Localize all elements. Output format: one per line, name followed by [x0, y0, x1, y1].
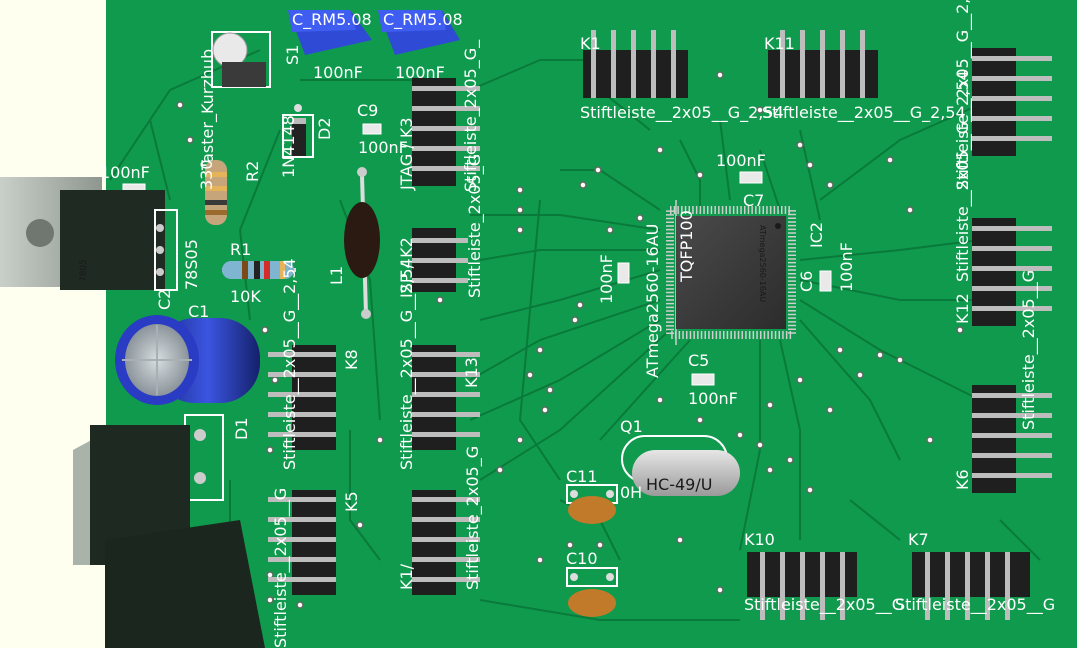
header-jtag-k3: [412, 78, 480, 186]
q1-label: Q1: [620, 417, 643, 436]
r2-value: 330: [197, 159, 216, 190]
cap-mcu-left: [617, 262, 630, 284]
chip-marking: ATmega2560-16AU: [758, 225, 767, 302]
k11-name: Stiftleiste__2x05__G_2,54: [762, 103, 966, 123]
inductor-l1: [344, 167, 380, 319]
k5-name: Stiftleiste__2x05__G: [271, 488, 291, 648]
c5-value: 100nF: [688, 389, 738, 408]
power-jack: [73, 425, 265, 648]
k11-label: K11: [764, 34, 795, 53]
mcu-atmega2560: ATmega2560-16AU: [666, 200, 796, 345]
header-isp-k2: [412, 228, 468, 292]
c6-label: C6: [797, 271, 816, 292]
left-cap-value: 100nF: [100, 163, 150, 182]
cap-c9: [362, 123, 382, 135]
c7-value: 100nF: [716, 151, 766, 170]
cap-c5: [691, 373, 715, 386]
jtag-label: JTAG / K3: [397, 117, 416, 191]
isp-name: Stiftleiste_2x05_G: [465, 154, 485, 298]
c10-label: C10: [566, 549, 598, 568]
isp-label: ISP / K2: [397, 237, 416, 298]
regulator-78s05: 7805: [0, 177, 178, 291]
c1-label: C1: [188, 302, 209, 321]
cap-crm-1: C_RM5.08: [288, 10, 372, 55]
crystal-label: HC-49/U: [646, 475, 712, 494]
cap-c10: [566, 567, 618, 617]
c2-label: C2: [155, 289, 174, 310]
r2-label: R2: [243, 161, 262, 182]
pkg-label: TQFP100: [677, 210, 696, 283]
pcb-board: [106, 0, 1077, 648]
k3-name: Stiftleiste_2x05_G_: [461, 39, 481, 192]
k6-name: Stiftleiste__2x05__G: [1019, 270, 1039, 430]
reg-body-text: 7805: [79, 259, 89, 282]
header-k1: [583, 30, 688, 98]
c7-label: C7: [743, 191, 764, 210]
q1-value: 0H: [620, 483, 642, 502]
crm2-label: C_RM5.08: [383, 10, 463, 30]
k1-name: Stiftleiste__2x05__G_2,54: [580, 103, 784, 123]
ic2-label: IC2: [807, 222, 826, 248]
k12-name: Stiftleiste__2x05__G__2,54: [953, 70, 973, 282]
header-k12: [972, 218, 1052, 326]
header-k8: [268, 345, 336, 450]
taster-button[interactable]: [211, 31, 271, 88]
cap-c11: [566, 484, 618, 524]
k7-label: K7: [908, 530, 929, 549]
c9-value: 100nF: [358, 138, 408, 157]
l1-label: L1: [327, 266, 346, 285]
k8-name: Stiftleiste__2x05__G__2,54: [280, 258, 300, 470]
header-k13: [412, 345, 480, 450]
c6-value: 100nF: [837, 242, 856, 292]
r1-value: 10K: [230, 287, 261, 306]
s1-label: S1: [283, 45, 302, 65]
k10-label: K10: [744, 530, 775, 549]
mcu-left-cap-value: 100nF: [597, 254, 616, 304]
cap-crm-2: C_RM5.08: [378, 10, 463, 55]
header-k7: [912, 552, 1030, 620]
d1-label: D1: [232, 418, 251, 441]
cap-c6: [819, 270, 832, 292]
diode-d2: [282, 104, 314, 158]
k10-name: Stiftleiste__2x05__G: [744, 595, 904, 615]
diode-d1: [184, 414, 224, 501]
k7-name: Stiftleiste__2x05__G: [895, 595, 1055, 615]
header-k10: [747, 552, 857, 620]
k6-label: K6: [953, 469, 972, 490]
taster-label: Taster_Kurzhub: [198, 49, 218, 171]
header-right-top: [972, 48, 1052, 156]
k1b-name: Stiftleiste_2x05_G: [463, 446, 483, 590]
header-k5: [268, 490, 336, 595]
c9-label: C9: [357, 101, 378, 120]
resistor-r2: [205, 160, 227, 225]
crm2-value: 100nF: [395, 63, 445, 82]
mcu-label: ATmega2560-16AU: [643, 224, 662, 378]
copper-traces: [109, 49, 1041, 621]
k12-label: K12: [953, 293, 972, 324]
header-k11: [768, 30, 878, 98]
right-top-name: Stiftleiste__2x05__G__2,54: [953, 0, 973, 190]
k5-label: K5: [342, 491, 361, 512]
cap-c7: [739, 171, 763, 184]
c5-label: C5: [688, 351, 709, 370]
header-k1-lower: [412, 490, 480, 595]
k13-name: Stiftleiste__2x05__G__2,54: [397, 258, 417, 470]
vias: [176, 71, 964, 609]
k1-label: K1: [580, 34, 601, 53]
r1-label: R1: [230, 240, 251, 259]
crystal-q1: HC-49/U: [621, 435, 740, 496]
crm1-label: C_RM5.08: [292, 10, 372, 30]
crm1-value: 100nF: [313, 63, 363, 82]
resistor-r1: [222, 261, 296, 279]
k13-label: K13: [462, 357, 481, 388]
reg-label: 78S05: [182, 239, 201, 290]
c11-label: C11: [566, 467, 598, 486]
k1b-label: K1/: [397, 563, 416, 590]
diode-label: 1N4148: [279, 115, 298, 178]
d2-label: D2: [315, 118, 334, 141]
electrolytic-c1: [115, 315, 260, 405]
header-k6: [972, 385, 1052, 493]
k8-label: K8: [342, 349, 361, 370]
